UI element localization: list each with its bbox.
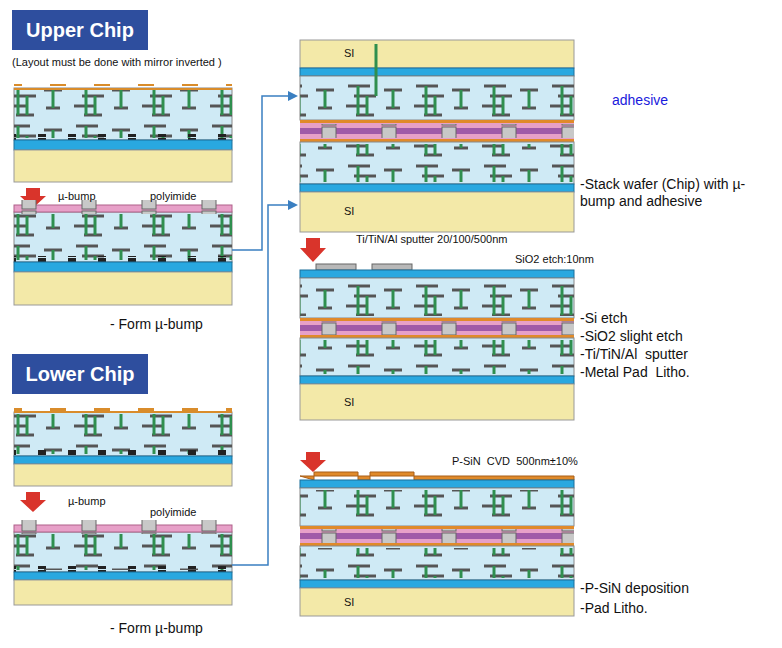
part-label: adhesive	[612, 92, 668, 109]
layer-label: SI	[344, 47, 354, 60]
title-text: Lower Chip	[26, 363, 135, 386]
note-text: (Layout must be done with mirror inverte…	[12, 56, 222, 69]
layer-label: SI	[344, 205, 354, 218]
step-label: -Pad Litho.	[580, 600, 648, 617]
layer-label: SI	[344, 396, 354, 409]
part-label: µ-bump	[58, 190, 96, 203]
step-label: - Form µ-bump	[110, 316, 203, 333]
process-note: P-SiN CVD 500nm±10%	[452, 455, 578, 468]
title-box: Lower Chip	[12, 354, 148, 394]
step-label: -Stack wafer (Chip) with µ-bump and adhe…	[580, 176, 778, 210]
process-note: SiO2 etch:10nm	[515, 253, 594, 266]
part-label: polyimide	[150, 506, 196, 519]
step-label: -Si etch	[580, 310, 627, 327]
step-label: -Ti/TiN/Al sputter	[580, 346, 688, 363]
process-note: Ti/TiN/Al sputter 20/100/500nm	[356, 233, 507, 246]
step-label: -SiO2 slight etch	[580, 328, 683, 345]
step-label: - Form µ-bump	[110, 620, 203, 637]
part-label: µ-bump	[68, 495, 106, 508]
layer-label: SI	[344, 596, 354, 609]
part-label: polyimide	[150, 190, 196, 203]
step-label: -P-SiN deposition	[580, 580, 689, 597]
title-box: Upper Chip	[12, 10, 148, 50]
title-text: Upper Chip	[26, 19, 134, 42]
step-label: -Metal Pad Litho.	[580, 364, 690, 381]
